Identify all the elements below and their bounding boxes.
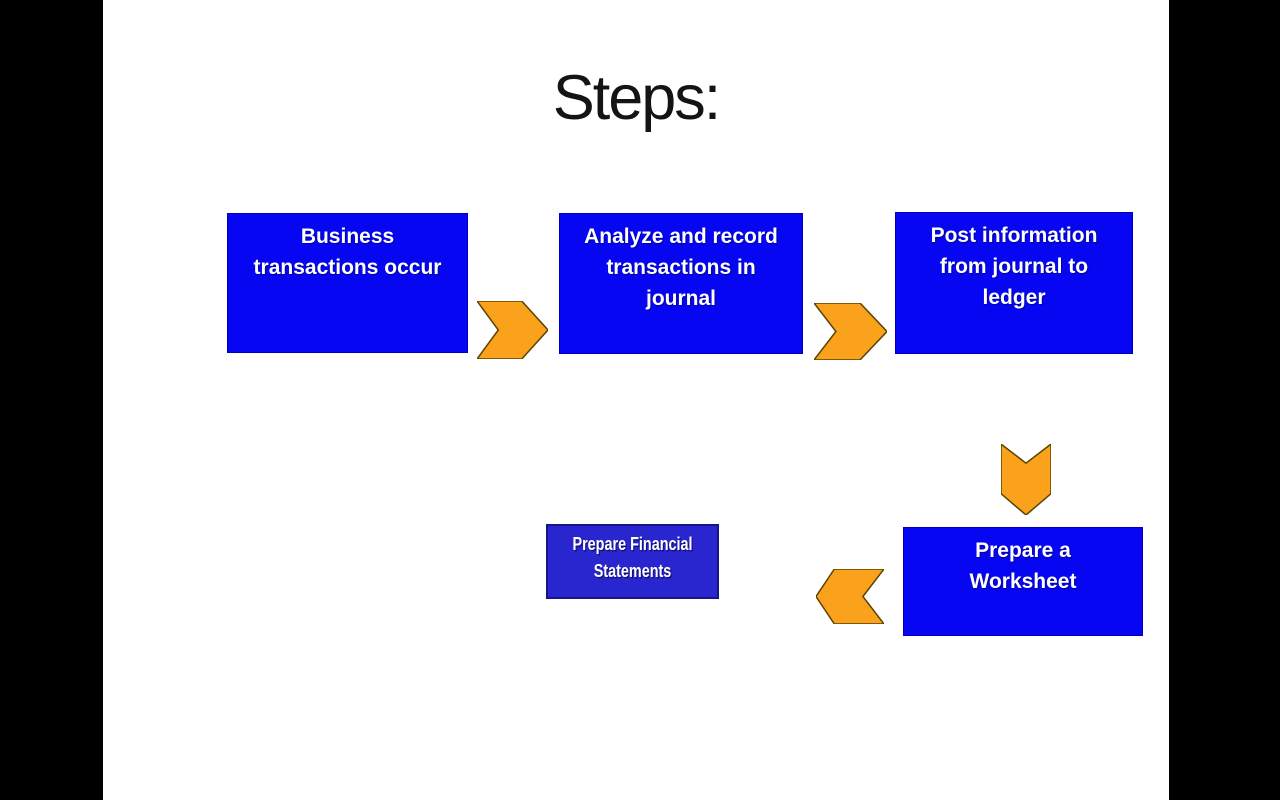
letterbox-right bbox=[1169, 0, 1280, 800]
flow-box-text-line: from journal to bbox=[939, 255, 1089, 278]
flow-box-text-line: journal bbox=[645, 287, 716, 310]
flow-box-post-information: Post information from journal to ledger bbox=[895, 212, 1133, 354]
flow-box-prepare-worksheet: Prepare a Worksheet bbox=[903, 527, 1143, 636]
flow-box-text-line: Analyze and record bbox=[584, 225, 778, 248]
arrow-right-2-icon bbox=[814, 303, 887, 360]
flow-box-analyze-record: Analyze and record transactions in journ… bbox=[559, 213, 803, 354]
slide-canvas: Steps: Business transactions occur Analy… bbox=[103, 0, 1169, 800]
arrow-right-1-icon bbox=[477, 301, 548, 359]
slide-title: Steps: bbox=[552, 63, 722, 133]
arrow-left-icon bbox=[816, 569, 884, 624]
flow-box-text-line: Post information bbox=[930, 224, 1098, 247]
letterbox-left bbox=[0, 0, 103, 800]
flow-box-text-line: transactions in bbox=[606, 256, 756, 279]
flow-box-text-line: Business bbox=[300, 225, 395, 248]
flow-box-text-line: ledger bbox=[982, 286, 1046, 309]
flow-box-business-transactions: Business transactions occur bbox=[227, 213, 468, 353]
flow-box-text-line: Statements bbox=[593, 561, 672, 581]
flow-box-text-line: Prepare Financial bbox=[572, 534, 693, 554]
flow-box-prepare-financial-statements: Prepare Financial Statements bbox=[546, 524, 719, 599]
arrow-down-icon bbox=[1001, 444, 1051, 515]
flow-box-text-line: Worksheet bbox=[969, 570, 1077, 593]
flow-box-text-line: Prepare a bbox=[975, 539, 1071, 562]
flow-box-text-line: transactions occur bbox=[253, 256, 442, 279]
